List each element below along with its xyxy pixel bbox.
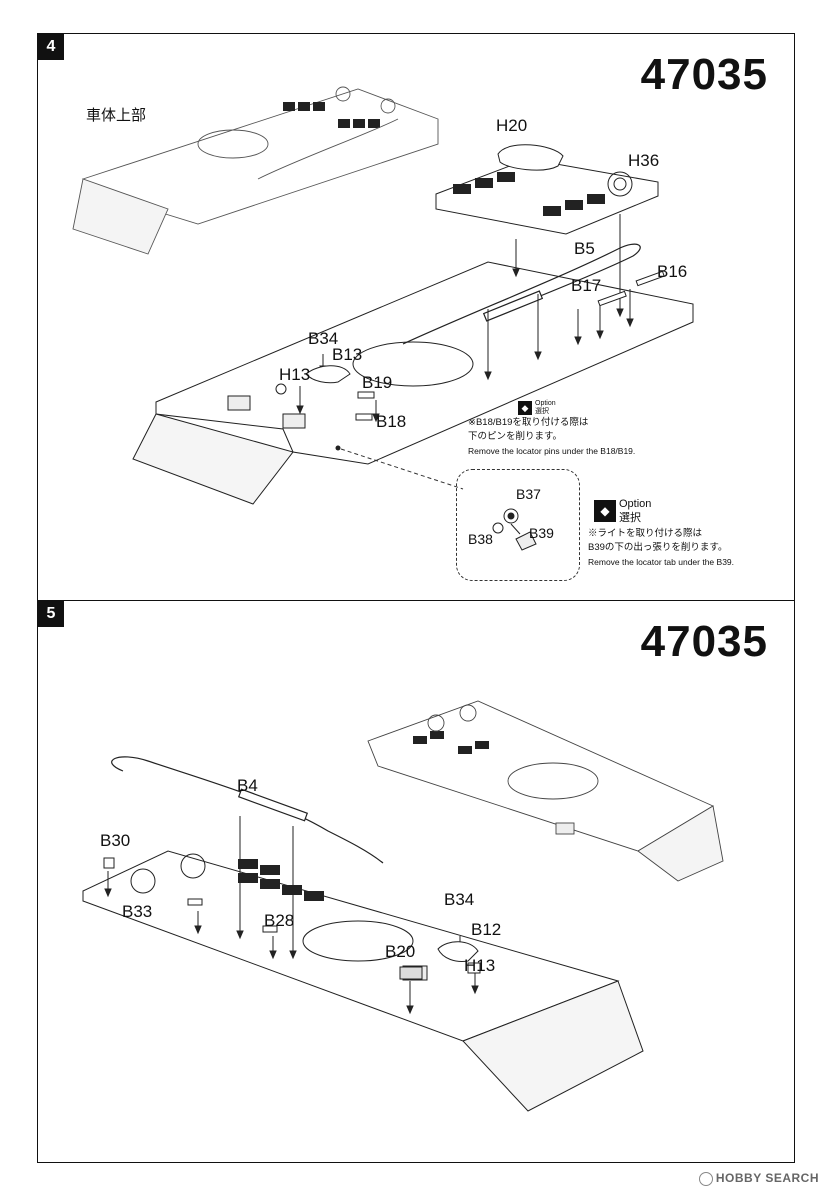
reference-hull (367, 700, 724, 882)
part-label-b20: B20 (385, 942, 416, 961)
small-parts (103, 857, 481, 980)
part-label-b16: B16 (657, 262, 688, 281)
step-number: 4 (38, 34, 64, 60)
option-icon: ◆ (518, 401, 532, 415)
option-label-jp: 選択 (619, 512, 641, 524)
note-jp-line1: ※ライトを取り付ける際は (588, 528, 703, 539)
light-parts (492, 508, 537, 551)
engine-deck (435, 144, 659, 235)
part-label-b18: B18 (376, 412, 407, 431)
watermark-text: HOBBY SEARCH (715, 1171, 819, 1186)
assembly-arrows (104, 816, 479, 1015)
note-jp-line2: B39の下の出っ張りを削ります。 (588, 542, 728, 553)
option-label-en: Option (619, 498, 652, 510)
note-jp-line1: ※B18/B19を取り付ける際は (468, 417, 589, 428)
main-hull (132, 261, 694, 505)
option-icon: ◆ (594, 500, 616, 522)
part-label-h36: H36 (628, 151, 660, 170)
part-label-b39: B39 (529, 525, 554, 541)
part-label-b17: B17 (571, 276, 602, 295)
subassembly-title: 車体上部 (86, 107, 147, 124)
part-label-b30: B30 (100, 831, 131, 850)
part-label-h20: H20 (496, 116, 528, 135)
part-label-b34: B34 (308, 329, 339, 348)
part-label-b38: B38 (468, 531, 493, 547)
part-label-b37: B37 (516, 486, 541, 502)
kit-code: 47035 (640, 617, 768, 666)
part-label-b12: B12 (471, 920, 502, 939)
callout-leader (340, 448, 464, 490)
option-callout (456, 469, 580, 581)
reference-hull (72, 86, 439, 255)
part-label-b34: B34 (444, 890, 475, 909)
part-label-b33: B33 (122, 902, 153, 921)
part-label-b13: B13 (332, 345, 363, 364)
step-number: 5 (38, 601, 64, 627)
step-5-diagram (82, 700, 724, 1112)
note-en: Remove the locator pins under the B18/B1… (468, 446, 636, 456)
tow-cable (111, 756, 384, 864)
note-en: Remove the locator tab under the B39. (588, 557, 735, 567)
part-label-b5: B5 (574, 239, 595, 258)
main-hull (82, 850, 644, 1112)
step-4-panel: 4 47035 車体上部 (37, 33, 795, 601)
tow-cable (402, 243, 641, 345)
part-label-h13: H13 (279, 365, 311, 384)
hobby-search-logo-icon (698, 1172, 713, 1186)
watermark: HOBBY SEARCH (698, 1171, 819, 1186)
kit-code: 47035 (640, 50, 768, 99)
part-label-b28: B28 (264, 911, 295, 930)
part-label-h13: H13 (464, 956, 496, 975)
step-4-diagram (72, 86, 694, 551)
part-label-b4: B4 (237, 776, 258, 795)
option-label-en: Option (535, 400, 556, 407)
option-label-jp: 選択 (535, 408, 549, 415)
part-label-b19: B19 (362, 373, 393, 392)
step-5-panel: 5 47035 (37, 600, 795, 1163)
note-jp-line2: 下のピンを削ります。 (468, 431, 563, 442)
small-parts (275, 270, 665, 421)
